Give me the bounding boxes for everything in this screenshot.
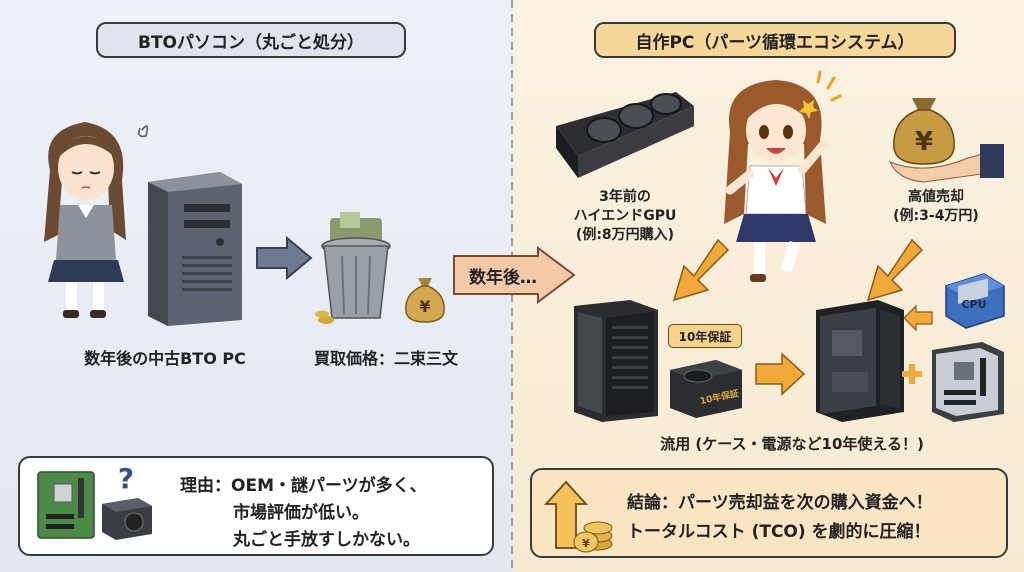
old-pc-case-illustration: [574, 300, 658, 422]
new-pc-case-illustration: [816, 300, 904, 422]
right-title: 自作PC（パーツ循環エコシステム）: [594, 22, 956, 58]
trash-can-illustration: [315, 212, 391, 324]
sale-caption-line-2: (例:3-4万円): [893, 208, 979, 224]
yen-coin-mark: ¥: [582, 537, 590, 550]
warranty-badge: 10年保証: [668, 324, 742, 348]
reuse-caption: 流用 (ケース・電源など10年使える！): [660, 435, 924, 453]
bto-pc-tower-illustration: [148, 172, 242, 326]
gpu-caption-line-3: (例:8万円購入): [575, 227, 675, 243]
orange-arrow-cpu: [903, 304, 933, 332]
years-later-arrow: [453, 246, 576, 304]
reason-box: [18, 456, 494, 556]
gpu-caption-line-1: 3年前の: [599, 189, 651, 205]
happy-girl-illustration: [724, 70, 842, 282]
psu-question-icon: ?: [102, 462, 152, 540]
reason-line-3: 丸ごと手放すしかない。: [233, 530, 420, 550]
cpu-illustration: CPU: [945, 273, 1005, 329]
conclusion-line-1: 結論：パーツ売却益を次の購入資金へ！: [627, 493, 933, 513]
gray-arrow: [256, 235, 313, 281]
plus-icon: [902, 364, 922, 384]
reason-line-1: 理由：OEM・謎パーツが多く、: [180, 476, 427, 496]
sad-girl-illustration: [44, 122, 149, 318]
orange-arrow-sale: [866, 238, 924, 302]
orange-arrow-reuse: [755, 352, 806, 396]
yen-mark-left: ¥: [419, 297, 430, 316]
buyback-price-caption: 買取価格：二束三文: [313, 349, 458, 368]
reason-line-2: 市場評価が低い。: [233, 503, 369, 523]
orange-arrow-gpu: [672, 238, 730, 302]
years-later-text: 数年後…: [469, 267, 537, 288]
left-title: BTOパソコン（丸ごと処分）: [96, 22, 406, 58]
sale-caption-line-1: 高値売却: [908, 189, 964, 205]
money-bag-left-illustration: ¥: [405, 278, 445, 323]
bto-pc-caption: 数年後の中古BTO PC: [84, 349, 246, 368]
question-mark: ?: [118, 462, 134, 495]
gpu-caption-line-2: ハイエンドGPU: [573, 208, 677, 224]
gpu-illustration: [556, 92, 694, 178]
motherboard-right-illustration: [932, 342, 1004, 422]
money-bag-hand-illustration: ¥: [889, 98, 1004, 183]
cpu-label: CPU: [961, 298, 986, 311]
yen-mark-right: ¥: [915, 127, 933, 157]
conclusion-line-2: トータルコスト (TCO) を劇的に圧縮！: [627, 522, 931, 542]
motherboard-icon: [37, 471, 95, 539]
up-arrow-coins-icon: ¥: [543, 480, 613, 553]
psu-illustration: 10年保証: [670, 360, 742, 418]
